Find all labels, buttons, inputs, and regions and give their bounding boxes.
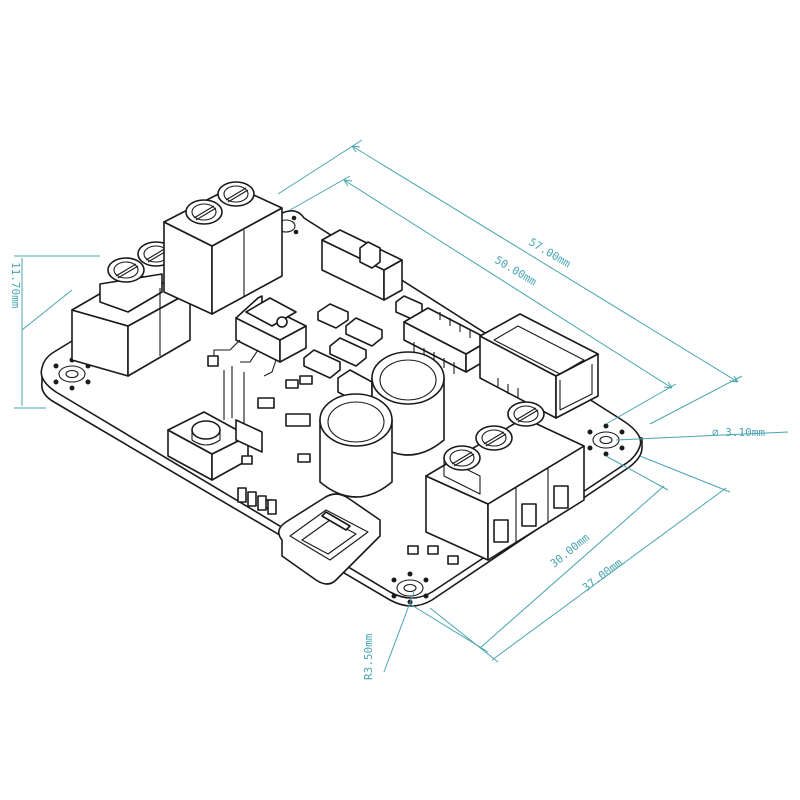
usb-c-connector bbox=[278, 493, 381, 585]
dimension-component-height bbox=[14, 255, 100, 409]
label-hole-pitch-width: 30.00mm bbox=[548, 531, 593, 571]
terminal-block-right bbox=[425, 401, 585, 561]
voltage-regulator bbox=[207, 295, 307, 377]
terminal-block-left-front bbox=[71, 241, 191, 377]
dimension-corner-radius bbox=[383, 591, 415, 673]
push-button bbox=[167, 366, 263, 481]
terminal-block-left-rear bbox=[163, 181, 283, 315]
label-corner-radius: R3.50mm bbox=[362, 633, 375, 680]
mounting-hole-right bbox=[587, 423, 625, 457]
label-overall-width: 37.00mm bbox=[580, 556, 625, 595]
electrolytic-capacitor-front bbox=[319, 393, 393, 498]
dimension-overall-width bbox=[429, 455, 731, 663]
dimension-hole-diameter bbox=[615, 431, 789, 441]
slide-switch bbox=[321, 229, 403, 301]
smd-components bbox=[237, 295, 499, 565]
label-hole-pitch-length: 50.00mm bbox=[492, 253, 539, 288]
label-component-height: 11.70mm bbox=[9, 262, 22, 309]
label-overall-length: 57.00mm bbox=[526, 235, 573, 270]
jst-connector bbox=[479, 313, 599, 419]
label-hole-diameter: ∅ 3.10mm bbox=[712, 426, 765, 439]
dimension-hole-pitch-length bbox=[289, 175, 677, 425]
dimension-overall-length bbox=[277, 139, 743, 425]
